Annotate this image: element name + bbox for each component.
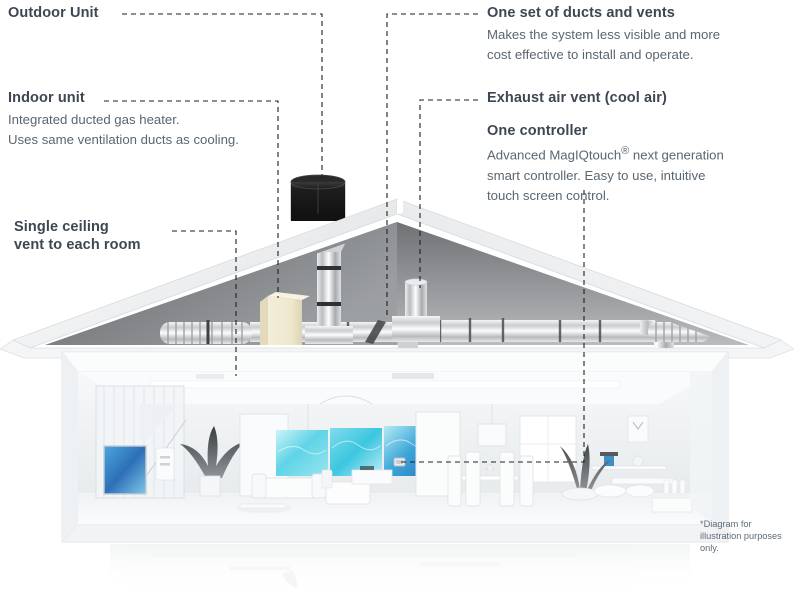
callout-body-line: Uses same ventilation ducts as cooling. — [8, 132, 239, 148]
framed-picture — [103, 445, 147, 495]
leader-controller — [400, 190, 585, 463]
disclaimer-line1: *Diagram for — [700, 519, 752, 529]
leader-ducts-vents — [386, 13, 478, 318]
disclaimer-line3: only. — [700, 543, 719, 554]
callout-title-one-controller: One controller — [487, 123, 588, 139]
leader-indoor-unit — [104, 100, 279, 298]
callout-indoor-unit: Indoor unit Integrated ducted gas heater… — [8, 89, 239, 150]
coffee-table — [236, 503, 292, 513]
callout-title-single-ceiling-vent: Single ceiling vent to each room — [14, 218, 164, 254]
callout-body-one-set-of-ducts-and-vents: Makes the system less visible and more c… — [487, 25, 720, 65]
callout-title-indoor-unit: Indoor unit — [8, 90, 85, 106]
controller-brand-post: next generation — [629, 147, 724, 163]
outdoor-unit-graphic — [290, 174, 346, 221]
leader-lines — [104, 13, 585, 463]
leader-ceiling-vent — [172, 230, 237, 376]
callout-title-line2: vent to each room — [14, 237, 141, 254]
callout-title-exhaust-air-vent: Exhaust air vent (cool air) — [487, 90, 667, 106]
wall-clock — [627, 415, 649, 443]
callout-title-outdoor-unit: Outdoor Unit — [8, 5, 99, 21]
disclaimer-line2: illustration purposes — [700, 531, 782, 542]
disclaimer-note: *Diagram for illustration purposes only. — [700, 518, 792, 554]
callout-title-line1: Single ceiling — [14, 219, 109, 235]
callout-single-ceiling-vent: Single ceiling vent to each room — [14, 218, 164, 254]
callout-body-line: touch screen control. — [487, 187, 610, 203]
armchair — [321, 469, 371, 505]
callout-exhaust-air-vent: Exhaust air vent (cool air) — [487, 89, 667, 107]
sofa — [251, 473, 327, 499]
attic-ductwork — [160, 244, 710, 348]
callout-body-line: Integrated ducted gas heater. — [8, 112, 180, 128]
dining-chairs — [447, 451, 534, 507]
exhaust-air-vent-cylinder — [392, 278, 440, 348]
callout-one-controller: One controller Advanced MagIQtouch® next… — [487, 122, 724, 206]
callout-body-indoor-unit: Integrated ducted gas heater. Uses same … — [8, 110, 239, 150]
callout-body-line: cost effective to install and operate. — [487, 47, 694, 63]
indoor-gas-heater-box — [260, 292, 310, 345]
leader-exhaust-vent — [419, 99, 478, 288]
tall-plant — [560, 444, 610, 501]
callout-one-set-of-ducts-and-vents: One set of ducts and vents Makes the sys… — [487, 4, 720, 65]
callout-body-line: Makes the system less visible and more — [487, 27, 721, 43]
leader-outdoor-unit — [122, 13, 323, 178]
floor-reflection — [110, 544, 690, 590]
controller-brand-pre: Advanced MagIQtouch — [487, 147, 622, 163]
callout-body-one-controller: Advanced MagIQtouch® next generation sma… — [487, 143, 724, 206]
callout-outdoor-unit: Outdoor Unit — [8, 4, 99, 22]
indoor-plant — [180, 426, 244, 497]
wall-artwork-triptych — [276, 426, 436, 476]
callout-title-one-set-of-ducts-and-vents: One set of ducts and vents — [487, 5, 675, 21]
callout-body-line: Advanced MagIQtouch® next generation — [487, 143, 724, 165]
flue-pipe — [305, 244, 353, 344]
callout-body-line: smart controller. Easy to use, intuitive — [487, 167, 706, 183]
registered-trademark-icon: ® — [621, 145, 630, 158]
